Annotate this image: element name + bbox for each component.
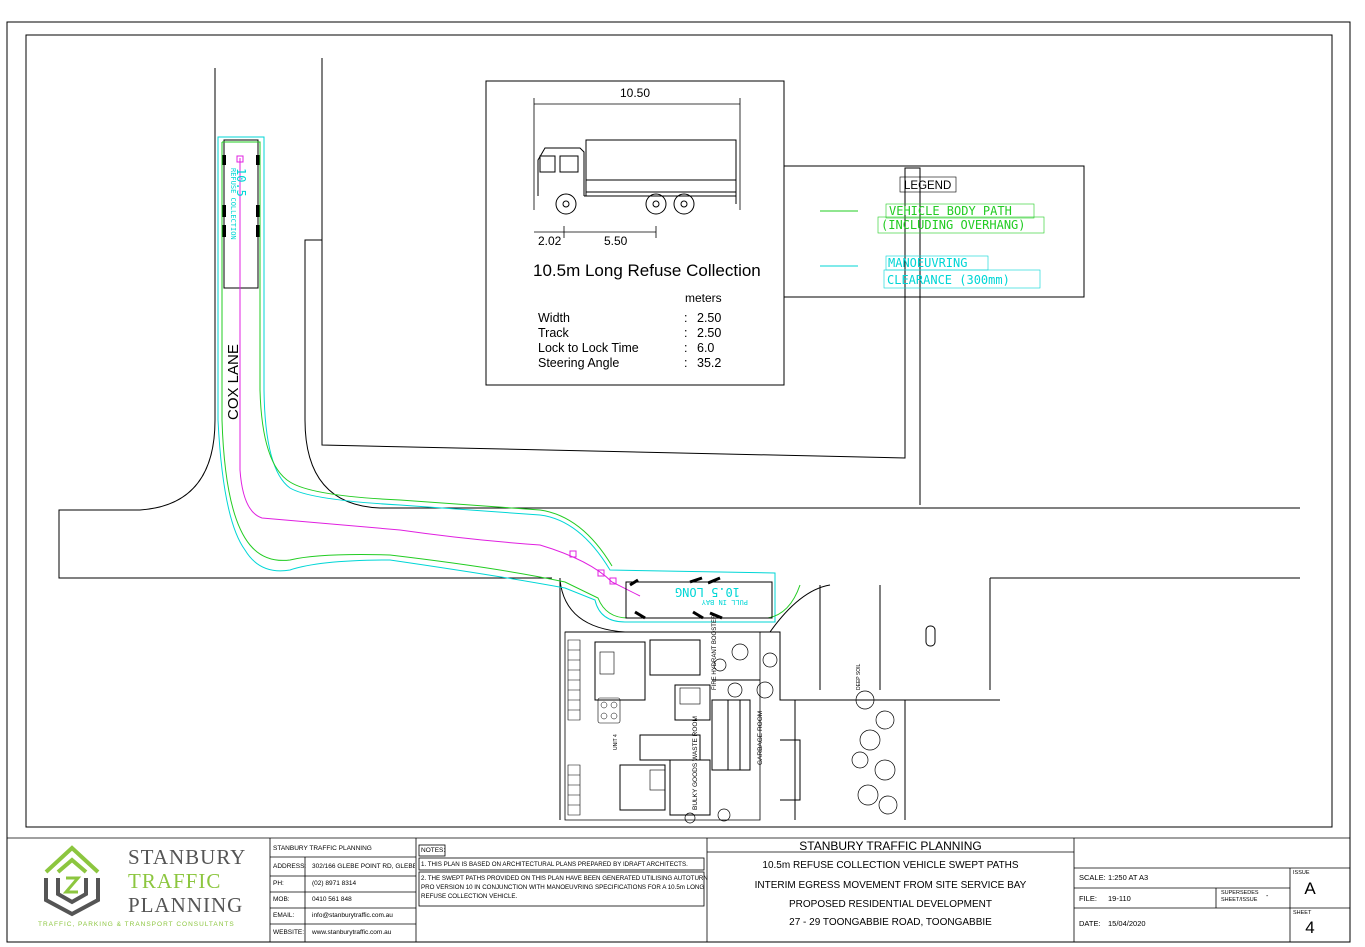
drawing-line1: 10.5m REFUSE COLLECTION VEHICLE SWEPT PA… (762, 860, 1019, 871)
vehicle-label-bay: 10.5 LONG (675, 585, 740, 599)
swept-path-steer (236, 155, 641, 597)
legend-body-path-line1: VEHICLE BODY PATH (889, 204, 1012, 218)
address-value: 302/166 GLEBE POINT RD, GLEBE (312, 863, 415, 870)
legend-box (783, 165, 1085, 298)
spec-value: 2.50 (697, 326, 721, 340)
website-label: WEBSITE: (273, 929, 305, 936)
website-link[interactable]: www.stanburytraffic.com.au (312, 929, 392, 936)
scale-value: 1:250 AT A3 (1108, 873, 1149, 882)
spec-label: Lock to Lock Time (538, 341, 639, 355)
refuse-label-top: REFUSE COLLECTION (229, 168, 237, 240)
spec-value: 6.0 (697, 341, 714, 355)
spec-value: 2.50 (697, 311, 721, 325)
sheet-value: 4 (1305, 918, 1315, 937)
room-fire: FIRE HYDRANT BOOSTER (712, 614, 718, 690)
spec-table: Width : 2.50 Track : 2.50 Lock to Lock T… (538, 311, 721, 370)
dim-overall-length: 10.50 (620, 86, 650, 100)
scale-label: SCALE: (1079, 873, 1106, 882)
legend-title: LEGEND (904, 180, 951, 192)
company-logo (44, 845, 100, 917)
room-bulky: BULKY GOODS WASTE ROOM (692, 716, 699, 810)
street-label: COX LANE (225, 344, 242, 420)
units-label: meters (685, 291, 722, 305)
spec-colon: : (684, 326, 687, 340)
sheet-label: SHEET (1293, 910, 1312, 916)
mobile-value: 0410 561 848 (312, 896, 352, 903)
note-2-line3: REFUSE COLLECTION VEHICLE. (421, 893, 518, 900)
room-garbage: GARBAGE ROOM (757, 711, 764, 765)
supersedes-label-2: SHEET/ISSUE (1221, 897, 1258, 903)
logo-line2: TRAFFIC (128, 869, 222, 893)
notes-label: NOTES: (421, 847, 446, 854)
note-2-line2: PRO VERSION 10 IN CONJUNCTION WITH MANOE… (421, 884, 705, 891)
legend-clearance-line2: CLEARANCE (300mm) (887, 273, 1010, 287)
logo-line1: STANBURY (128, 845, 247, 869)
address-label: ADDRESS: (273, 863, 307, 870)
vehicle-spec-box (485, 80, 785, 386)
title-block-grid (7, 837, 1350, 942)
swept-path-clearance (217, 136, 776, 623)
note-1: 1. THIS PLAN IS BASED ON ARCHITECTURAL P… (421, 861, 688, 868)
spec-colon: : (684, 356, 687, 370)
email-label: EMAIL: (273, 912, 295, 919)
issue-label: ISSUE (1293, 870, 1310, 876)
legend-body-path-line2: (INCLUDING OVERHANG) (881, 218, 1026, 232)
phone-value: (02) 8971 8314 (312, 880, 357, 887)
room-deep-soil: DEEP SOIL (856, 663, 862, 690)
company-name: STANBURY TRAFFIC PLANNING (273, 845, 372, 852)
dim-wheelbase: 5.50 (604, 234, 628, 248)
drawing-line3: PROPOSED RESIDENTIAL DEVELOPMENT (788, 899, 992, 910)
supersedes-value: - (1266, 893, 1269, 900)
room-unit: UNIT 4 (613, 734, 619, 750)
drawing-heading: STANBURY TRAFFIC PLANNING (799, 839, 982, 853)
spec-label: Steering Angle (538, 356, 619, 370)
file-label: FILE: (1079, 894, 1097, 903)
logo-line3: PLANNING (128, 893, 244, 917)
dim-front-overhang: 2.02 (538, 234, 562, 248)
vehicle-label-top: 10.5 (234, 168, 248, 197)
phone-label: PH: (273, 880, 284, 887)
date-value: 15/04/2020 (1108, 919, 1146, 928)
swept-path-body (221, 141, 801, 619)
legend-clearance-line1: MANOEUVRING (888, 256, 967, 270)
issue-value: A (1304, 879, 1316, 898)
drawing-line2: INTERIM EGRESS MOVEMENT FROM SITE SERVIC… (754, 880, 1027, 891)
mobile-label: MOB: (273, 896, 290, 903)
refuse-label-bay: PULL IN BAY (701, 598, 748, 606)
spec-colon: : (684, 311, 687, 325)
site-plan (58, 58, 1300, 824)
drawing-line4: 27 - 29 TOONGABBIE ROAD, TOONGABBIE (789, 917, 992, 928)
logo-tagline: TRAFFIC, PARKING & TRANSPORT CONSULTANTS (38, 921, 235, 928)
vehicle-bay (625, 576, 773, 620)
email-link[interactable]: info@stanburytraffic.com.au (312, 912, 393, 919)
spec-label: Track (538, 326, 570, 340)
vehicle-top (222, 139, 260, 289)
spec-label: Width (538, 311, 570, 325)
file-value: 19-110 (1108, 894, 1131, 903)
spec-colon: : (684, 341, 687, 355)
note-2-line1: 2. THE SWEPT PATHS PROVIDED ON THIS PLAN… (421, 875, 708, 882)
date-label: DATE: (1079, 919, 1101, 928)
vehicle-title: 10.5m Long Refuse Collection (533, 261, 761, 280)
spec-value: 35.2 (697, 356, 721, 370)
supersedes-label-1: SUPERSEDES (1221, 890, 1259, 896)
